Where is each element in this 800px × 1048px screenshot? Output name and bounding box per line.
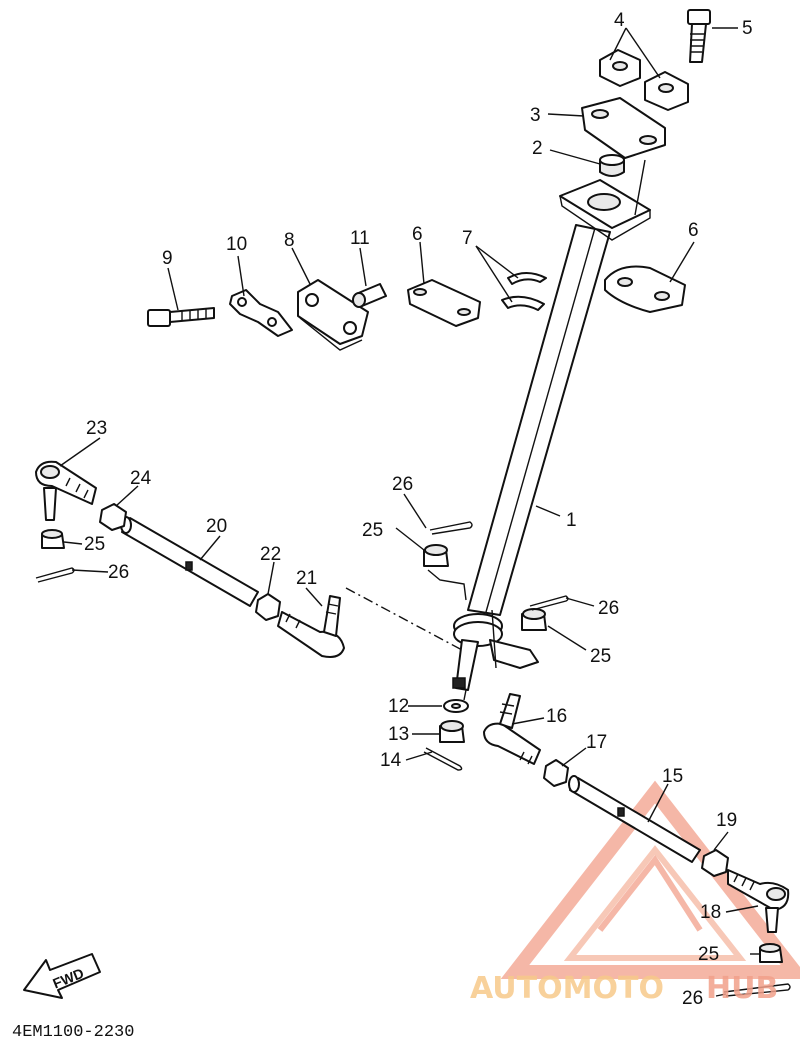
label-10: 10 [226, 234, 247, 255]
label-26-c: 26 [598, 598, 619, 619]
nut-25-d [759, 943, 783, 963]
nut-25-c [521, 608, 547, 631]
label-11: 11 [350, 228, 370, 249]
watermark-logo [500, 780, 800, 979]
cotter-pin-26-d [723, 983, 791, 997]
washer-12 [443, 699, 469, 713]
label-2: 2 [532, 138, 543, 159]
label-25-a: 25 [84, 534, 105, 555]
nut-25-b [423, 544, 449, 567]
tie-rod-15 [568, 775, 701, 863]
assembly-lines [345, 569, 497, 701]
clamp-6-right [604, 265, 686, 313]
watermark-text-part2: HUB [706, 971, 778, 1006]
watermark-text-part1: AUTOMOTO [470, 971, 664, 1006]
leader-lines [59, 27, 760, 997]
part-labels: 4 5 3 2 1 6 6 7 8 9 10 11 12 13 14 15 16… [84, 10, 753, 1009]
bushing-2 [599, 154, 625, 177]
cotter-pin-26-b [429, 521, 473, 535]
holder-lower-3 [581, 97, 666, 216]
label-14: 14 [380, 750, 402, 771]
label-6-middle: 6 [412, 224, 423, 245]
cotter-pin-14 [423, 747, 463, 771]
fwd-arrow: FWD [23, 953, 101, 999]
steering-shaft [452, 179, 651, 691]
bolt-5 [687, 9, 711, 63]
label-13: 13 [388, 724, 409, 745]
plate-6-middle [407, 279, 481, 327]
nut-19 [701, 849, 729, 877]
label-7: 7 [462, 228, 473, 249]
tie-rod-20 [120, 516, 259, 607]
label-26-d: 26 [682, 988, 703, 1009]
label-15: 15 [662, 766, 683, 787]
label-8: 8 [284, 230, 295, 251]
plate-10 [229, 289, 293, 337]
label-19: 19 [716, 810, 737, 831]
nut-22 [255, 593, 281, 621]
bolt-9 [147, 307, 215, 327]
plate-8 [297, 279, 369, 351]
label-1: 1 [566, 510, 577, 531]
tie-rod-end-18 [727, 869, 790, 933]
label-9: 9 [162, 248, 173, 269]
label-18: 18 [700, 902, 721, 923]
label-16: 16 [546, 706, 567, 727]
tie-rod-end-23 [35, 460, 97, 521]
cotter-pin-26-a [35, 567, 75, 583]
nut-17 [543, 759, 569, 787]
label-20: 20 [206, 516, 227, 537]
label-26-b: 26 [392, 474, 413, 495]
label-25-c: 25 [590, 646, 611, 667]
label-5: 5 [742, 18, 753, 39]
collar-11 [352, 283, 387, 308]
label-6-right: 6 [688, 220, 699, 241]
label-24: 24 [130, 468, 152, 489]
watermark-text: AUTOMOTO HUB [470, 971, 778, 1006]
diagram-code: 4EM1100-2230 [12, 1023, 134, 1042]
tie-rod-end-21 [277, 595, 345, 658]
label-22: 22 [260, 544, 281, 565]
label-12: 12 [388, 696, 409, 717]
tie-rod-end-16 [483, 693, 541, 765]
nut-24 [99, 503, 127, 531]
label-4: 4 [614, 10, 625, 31]
clips-7 [501, 272, 547, 311]
label-26-a: 26 [108, 562, 129, 583]
cotter-pin-26-c [529, 595, 569, 611]
nut-25-a [41, 529, 65, 549]
label-25-b: 25 [362, 520, 383, 541]
label-17: 17 [586, 732, 607, 753]
label-23: 23 [86, 418, 107, 439]
label-3: 3 [530, 105, 541, 126]
label-25-d: 25 [698, 944, 719, 965]
nut-13 [439, 720, 465, 743]
holder-upper-4 [599, 49, 689, 111]
label-21: 21 [296, 568, 317, 589]
